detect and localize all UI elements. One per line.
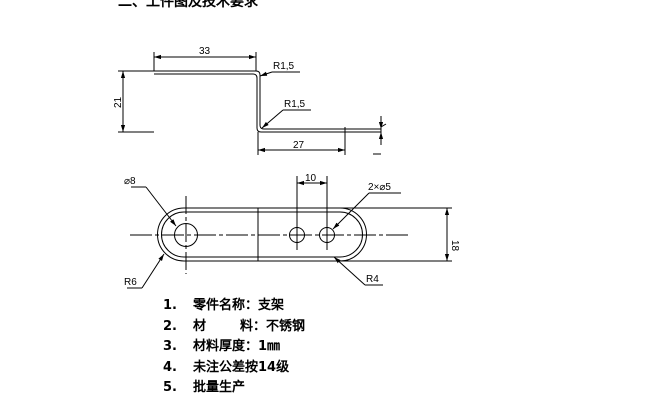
requirements-list: 1.零件名称：支架 2.材料：不锈钢 3.材料厚度：1㎜ 4.未注公差按14级 … — [163, 296, 305, 399]
requirement-item: 4.未注公差按14级 — [163, 359, 290, 375]
dim-width: 18 — [449, 240, 460, 252]
radius-label-lower: R1,5 — [284, 99, 306, 110]
profile-view — [118, 52, 387, 155]
dim-large-hole: ⌀8 — [124, 176, 136, 187]
dim-height: 21 — [113, 96, 124, 108]
plan-view — [127, 176, 452, 289]
sheet-inner-line — [154, 73, 345, 133]
radius-label-upper: R1,5 — [273, 61, 295, 72]
section-heading: 二、工件图及技术要求 — [118, 0, 258, 10]
sheet-outer-line — [154, 70, 345, 130]
requirement-item: 5.批量生产 — [163, 380, 246, 395]
dim-hole-spacing: 10 — [305, 173, 317, 184]
dim-top-length: 33 — [199, 46, 211, 57]
requirement-item: 3.材料厚度：1㎜ — [163, 339, 281, 354]
dim-bottom-length: 27 — [293, 140, 305, 151]
requirement-item: 2.材料：不锈钢 — [163, 318, 306, 334]
dim-small-holes: 2×⌀5 — [368, 182, 391, 193]
requirement-item: 1.零件名称：支架 — [163, 298, 285, 313]
dim-radius-right: R4 — [366, 274, 379, 285]
dim-radius-left: R6 — [124, 277, 137, 288]
